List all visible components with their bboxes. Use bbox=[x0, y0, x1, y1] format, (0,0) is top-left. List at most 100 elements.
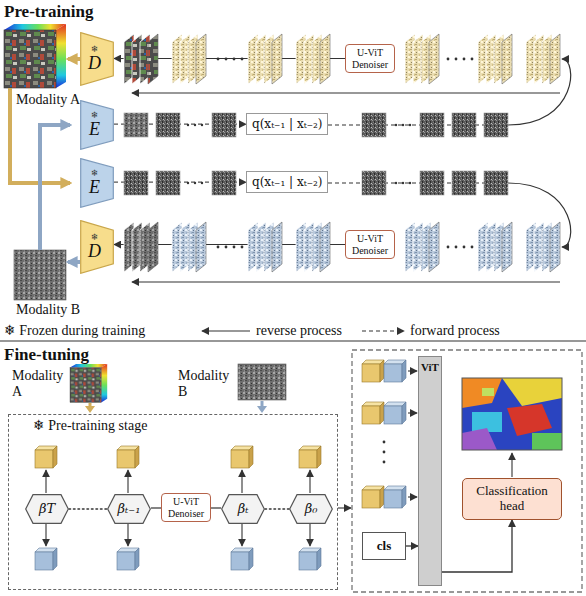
drawing-part bbox=[217, 246, 220, 249]
node-text: D bbox=[88, 242, 101, 261]
drawing-part bbox=[4, 24, 66, 88]
drawing-part bbox=[478, 222, 512, 272]
drawing-part bbox=[408, 412, 417, 413]
drawing-part bbox=[156, 171, 180, 195]
drawing-part bbox=[408, 496, 417, 497]
drawing-part bbox=[511, 453, 512, 477]
node-text: βₜ bbox=[238, 502, 249, 516]
drawing-part bbox=[212, 171, 236, 195]
node-text: E bbox=[89, 120, 100, 139]
drawing-part bbox=[452, 113, 476, 137]
drawing-part bbox=[257, 406, 267, 413]
drawing-part bbox=[471, 58, 474, 61]
process-label: forward process bbox=[410, 323, 500, 339]
drawing-part bbox=[383, 441, 386, 444]
drawing-part bbox=[238, 364, 286, 400]
drawing-part bbox=[14, 250, 66, 300]
node-text: Classification head bbox=[467, 484, 557, 514]
drawing-part bbox=[241, 246, 244, 249]
encoder-trapezoid: ❄E bbox=[80, 100, 114, 150]
drawing-part bbox=[233, 246, 236, 249]
drawing-part bbox=[241, 470, 242, 493]
connector bbox=[442, 520, 512, 572]
drawing-part bbox=[362, 171, 386, 195]
drawing-part bbox=[233, 58, 236, 61]
drawing-part bbox=[212, 113, 236, 137]
node-text: cls bbox=[377, 538, 391, 554]
drawing-part bbox=[187, 124, 189, 126]
cls-token-box: cls bbox=[362, 532, 406, 560]
modality-b-image bbox=[14, 250, 66, 300]
encoder-trapezoid: ❄E bbox=[80, 158, 114, 208]
drawing-part bbox=[231, 446, 253, 468]
drawing-part bbox=[248, 34, 282, 84]
drawing-part bbox=[89, 403, 92, 406]
drawing-part bbox=[362, 402, 384, 424]
drawing-part bbox=[362, 486, 384, 508]
drawing-part bbox=[452, 171, 476, 195]
node-text: U-ViT Denoiser bbox=[347, 47, 393, 70]
process-arrows bbox=[132, 59, 571, 282]
drawing-part bbox=[309, 470, 310, 493]
drawing-part bbox=[132, 281, 560, 282]
drawing-part bbox=[463, 246, 466, 249]
beta-hexagon: β₀ bbox=[289, 494, 333, 524]
drawing-part bbox=[35, 446, 57, 468]
drawing-part bbox=[463, 58, 466, 61]
drawing-part bbox=[384, 486, 406, 508]
stage-region: ❄ Pre-training stageβTβₜ₋₁U-ViT Denoiser… bbox=[8, 414, 338, 590]
connector bbox=[265, 508, 289, 510]
drawing-part bbox=[362, 330, 404, 331]
drawing-part bbox=[338, 507, 351, 508]
drawing-part bbox=[409, 124, 411, 126]
drawing-part bbox=[296, 222, 330, 272]
drawing-part bbox=[526, 34, 560, 84]
outline-shape bbox=[108, 495, 151, 524]
drawing-part bbox=[300, 124, 508, 125]
drawing-part bbox=[124, 171, 148, 195]
drawing-part bbox=[117, 548, 139, 570]
legend-note: ❄ Frozen during training bbox=[4, 323, 145, 339]
outline-shape bbox=[81, 33, 114, 86]
node-text: ViT bbox=[419, 361, 441, 373]
token-region bbox=[352, 350, 582, 592]
node-text: β₀ bbox=[305, 502, 318, 516]
node-text: ❄ bbox=[91, 233, 99, 242]
stage-cubes bbox=[35, 446, 321, 570]
section-title: Pre-training bbox=[4, 2, 93, 22]
drawing-part bbox=[299, 548, 321, 570]
drawing-part bbox=[362, 360, 384, 382]
node-text: ❄ bbox=[91, 45, 99, 54]
outline-shape bbox=[81, 159, 114, 208]
outline-shape bbox=[26, 495, 69, 524]
node-text: U-ViT Denoiser bbox=[163, 496, 209, 519]
drawing-part bbox=[40, 125, 70, 250]
decoder-trapezoid: ❄D bbox=[80, 32, 114, 86]
drawing-part bbox=[156, 113, 180, 137]
drawing-part bbox=[201, 182, 203, 184]
drawing-part bbox=[383, 461, 386, 464]
node-text: U-ViT Denoiser bbox=[347, 233, 393, 256]
beta-hexagon: βₜ bbox=[221, 494, 265, 524]
decoder-trapezoid: ❄D bbox=[80, 220, 114, 274]
modality-label: Modality A bbox=[12, 368, 68, 400]
drawing-part bbox=[45, 470, 46, 493]
drawing-part bbox=[124, 34, 158, 84]
drawing-part bbox=[194, 124, 196, 126]
classification-head-box: Classification head bbox=[462, 478, 562, 520]
drawing-part bbox=[384, 402, 406, 424]
drawing-part bbox=[447, 246, 450, 249]
drawing-part bbox=[241, 523, 242, 546]
drawing-part bbox=[471, 246, 474, 249]
drawing-part bbox=[127, 523, 128, 546]
denoiser-box: U-ViT Denoiser bbox=[161, 493, 211, 522]
node-text: q(xₜ₋₁ | xₜ₋₂) bbox=[252, 117, 322, 131]
drawing-part bbox=[35, 548, 57, 570]
modality-label: Modality A bbox=[16, 92, 80, 108]
forward-row-images bbox=[124, 113, 508, 195]
node-text: E bbox=[89, 178, 100, 197]
drawing-part bbox=[217, 58, 220, 61]
drawing-part bbox=[202, 330, 250, 331]
drawing-part bbox=[261, 401, 264, 406]
